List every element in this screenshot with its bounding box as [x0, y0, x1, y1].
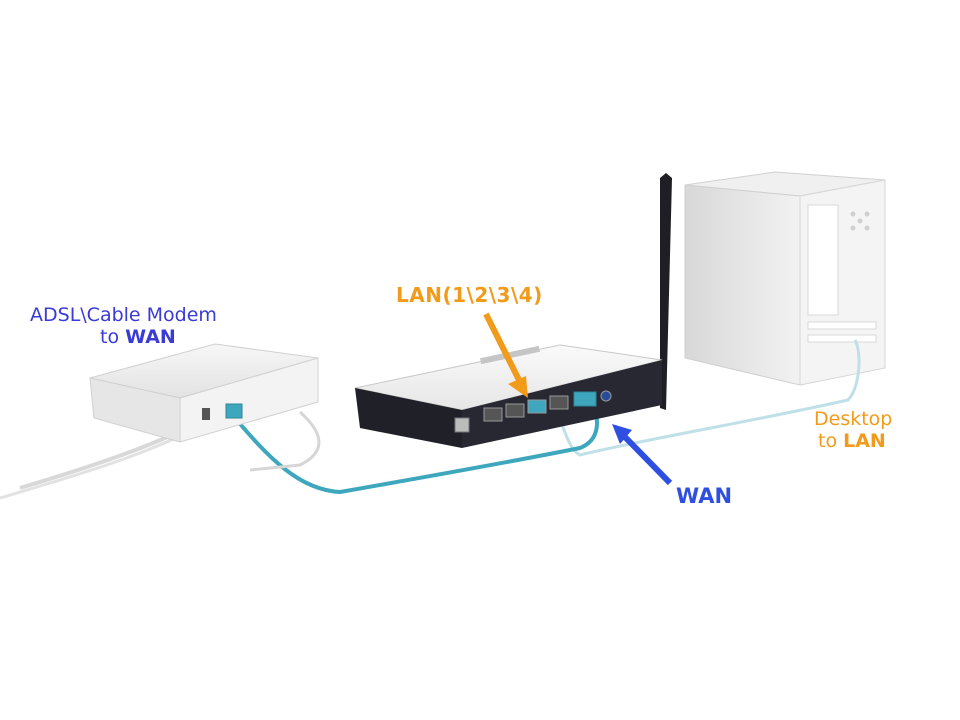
desktop-tower-icon	[684, 171, 886, 386]
desktop-label-line2: to LAN	[814, 430, 892, 452]
arrow-down-icon	[483, 312, 528, 398]
lan-ports-label: LAN(1\2\3\4)	[396, 283, 543, 307]
modem-label-line1: ADSL\Cable Modem	[30, 304, 217, 326]
wan-label: WAN	[676, 484, 733, 508]
desktop-label-prefix: to	[818, 430, 844, 452]
desktop-label-lan: LAN	[843, 430, 886, 452]
modem-label-prefix: to	[100, 326, 126, 348]
modem-label-wan: WAN	[125, 326, 176, 348]
desktop-label-line1: Desktop	[814, 408, 893, 430]
desktop-label: Desktop to LAN	[814, 408, 892, 452]
modem-label-line2: to WAN	[30, 326, 217, 348]
wireless-router-icon	[354, 173, 672, 448]
adsl-modem-icon	[89, 343, 319, 443]
arrow-up-icon	[612, 424, 673, 486]
modem-label: ADSL\Cable Modem to WAN	[30, 304, 217, 348]
router-port-strip	[454, 390, 612, 433]
